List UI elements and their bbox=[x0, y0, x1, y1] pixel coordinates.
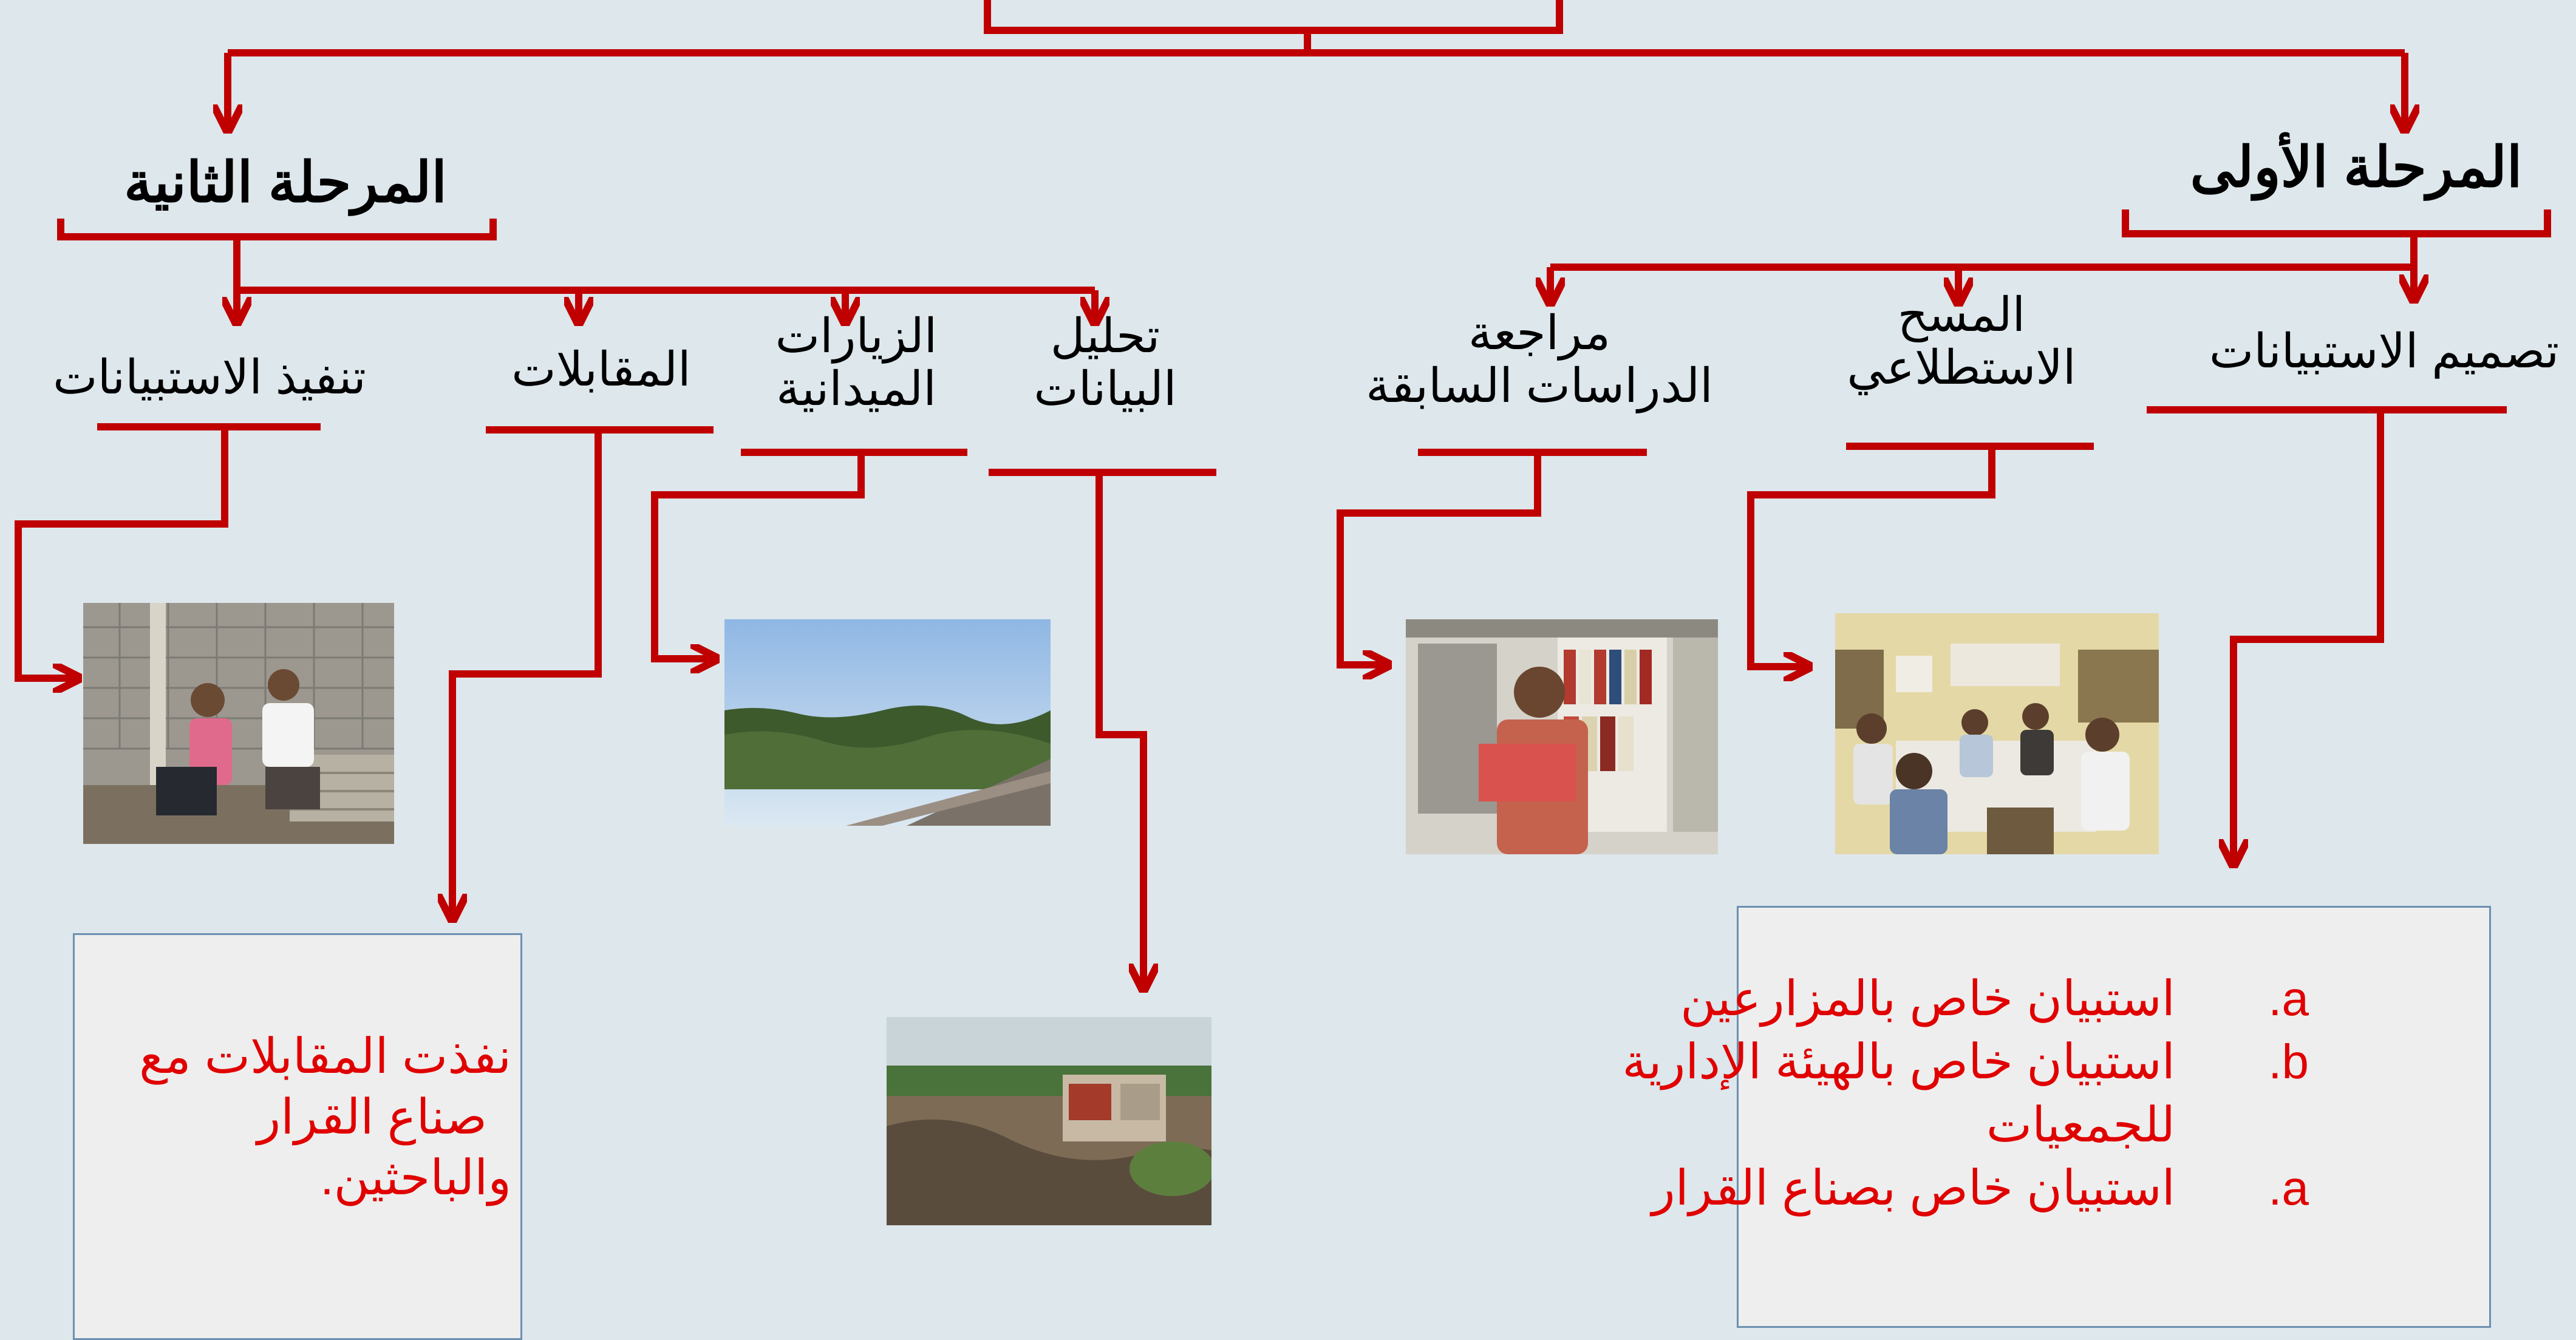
photo-survey-meeting bbox=[1835, 613, 2159, 854]
connector-design-list bbox=[2234, 410, 2384, 865]
interviews-note-line1: نفذت المقابلات مع bbox=[139, 1029, 511, 1083]
questionnaire-list-box bbox=[1737, 906, 2491, 1328]
photo-fieldwork-interview bbox=[83, 603, 394, 844]
step-interviews: المقابلات bbox=[511, 342, 691, 396]
step-questionnaire-design: تصميم الاستبيانات bbox=[2209, 324, 2560, 378]
step-literature-line1: مراجعة bbox=[1468, 306, 1611, 359]
questionnaire-list: a. استبيان خاص بالمزارعين b. استبيان خاص… bbox=[1622, 967, 2309, 1220]
step-field-visits: الزيارات الميدانية bbox=[741, 309, 972, 416]
second-phase-bracket bbox=[57, 219, 497, 240]
step-survey-line2: الاستطلاعي bbox=[1847, 341, 2076, 395]
questionnaire-item-farmers-marker: a. bbox=[2268, 971, 2309, 1025]
step-field-visits-line1: الزيارات bbox=[775, 309, 938, 362]
connector-survey-photo bbox=[1747, 446, 1995, 667]
connector-execution-photo bbox=[15, 427, 228, 678]
connector-data-analysis-photo bbox=[1095, 472, 1143, 990]
step-survey: المسح الاستطلاعي bbox=[1810, 288, 2113, 395]
step-literature-review: مراجعة الدراسات السابقة bbox=[1348, 306, 1731, 413]
questionnaire-item-board-cont-text: للجمعيات bbox=[1986, 1098, 2175, 1152]
questionnaire-item-board-cont: للجمعيات bbox=[1622, 1093, 2175, 1157]
questionnaire-item-farmers-text: استبيان خاص بالمزارعين bbox=[1680, 971, 2175, 1025]
questionnaire-item-board: b. استبيان خاص بالهيئة الإدارية bbox=[1622, 1030, 2309, 1093]
step-literature-line2: الدراسات السابقة bbox=[1366, 359, 1713, 413]
first-phase-title: المرحلة الأولى bbox=[2190, 137, 2523, 199]
connector-literature-photo bbox=[1337, 452, 1541, 665]
photo-field-visit-landscape bbox=[724, 619, 1051, 826]
step-data-analysis-line2: البيانات bbox=[1034, 362, 1177, 416]
questionnaire-item-decision-makers: a. استبيان خاص بصناع القرار bbox=[1622, 1157, 2309, 1220]
questionnaire-item-farmers: a. استبيان خاص بالمزارعين bbox=[1622, 967, 2309, 1030]
first-phase-bracket bbox=[2122, 209, 2551, 237]
connector-field-visits-photo bbox=[651, 452, 865, 659]
second-phase-title: المرحلة الثانية bbox=[124, 152, 447, 214]
questionnaire-item-decision-makers-marker: a. bbox=[2268, 1161, 2309, 1215]
step-data-analysis: تحليل البيانات bbox=[996, 309, 1215, 416]
step-questionnaire-execution: تنفيذ الاستبيانات bbox=[53, 350, 366, 404]
questionnaire-item-board-text: استبيان خاص بالهيئة الإدارية bbox=[1622, 1035, 2175, 1089]
step-survey-line1: المسح bbox=[1897, 288, 2026, 341]
step-field-visits-line2: الميدانية bbox=[776, 362, 936, 416]
questionnaire-item-decision-makers-text: استبيان خاص بصناع القرار bbox=[1652, 1161, 2175, 1215]
questionnaire-item-board-marker: b. bbox=[2268, 1035, 2309, 1089]
photo-literature-reading bbox=[1406, 619, 1718, 854]
interviews-note-text: نفذت المقابلات مع صناع القرار والباحثين. bbox=[139, 1026, 511, 1208]
photo-data-analysis-site bbox=[887, 1017, 1211, 1225]
interviews-note-box bbox=[73, 933, 522, 1340]
step-data-analysis-line1: تحليل bbox=[1050, 309, 1160, 362]
connector-interviews-note bbox=[452, 430, 602, 920]
interviews-note-line3: والباحثين. bbox=[320, 1151, 511, 1205]
interviews-note-line2: صناع القرار bbox=[257, 1090, 487, 1144]
root-bracket bbox=[984, 0, 1563, 34]
